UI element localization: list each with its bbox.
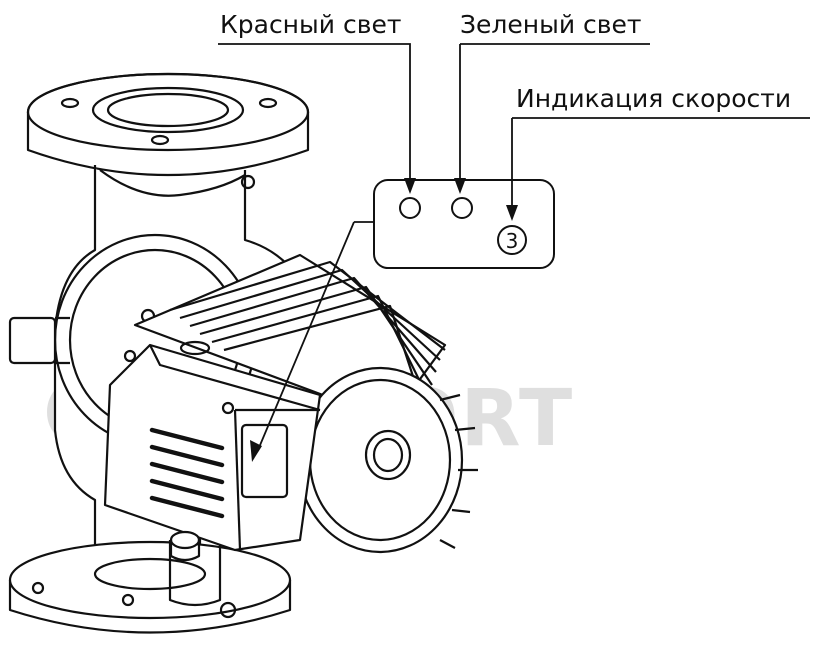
pump-body [8, 72, 478, 634]
indicator-panel: 3 [373, 179, 555, 269]
red-light-indicator [399, 197, 421, 219]
red-light-label: Красный свет [220, 10, 402, 39]
speed-digit: 3 [506, 229, 519, 253]
speed-indicator-label: Индикация скорости [516, 84, 792, 113]
callout-arrows [250, 178, 518, 462]
callout-lines [218, 43, 810, 451]
green-light-indicator [451, 197, 473, 219]
green-light-label: Зеленый свет [460, 10, 642, 39]
speed-indicator-circle [497, 225, 527, 255]
